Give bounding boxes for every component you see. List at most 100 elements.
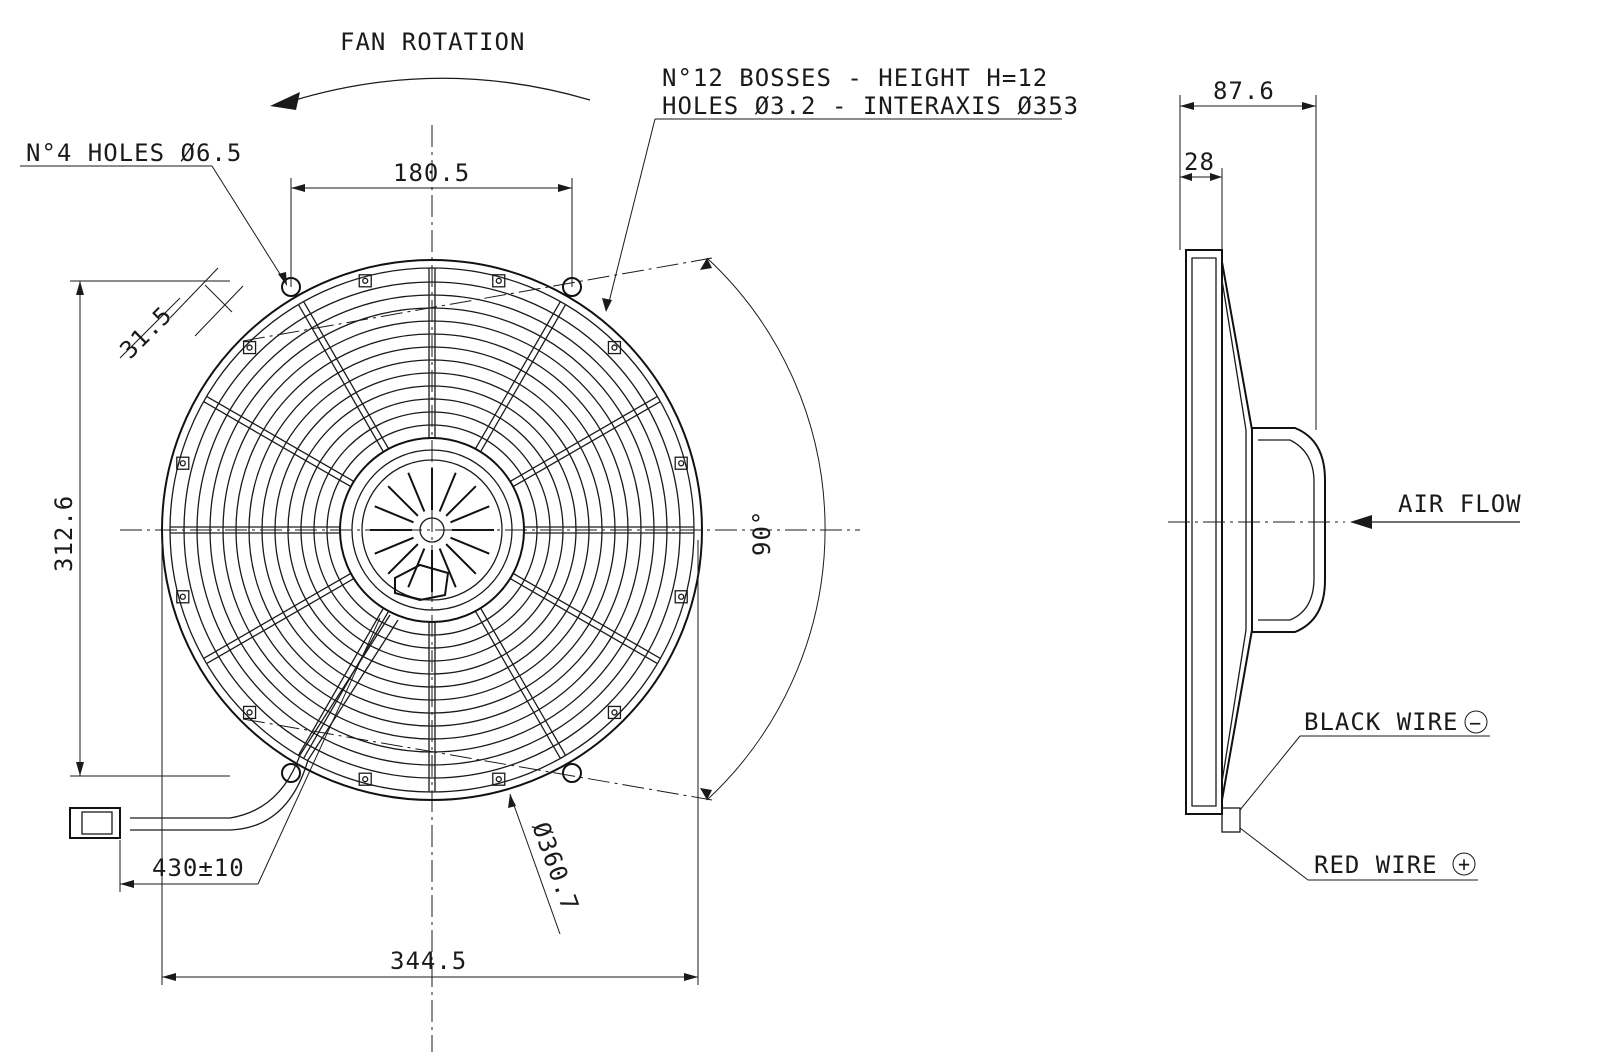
dim-text-28: 28 bbox=[1184, 148, 1215, 176]
dim-344-arrow-left bbox=[162, 973, 176, 981]
plus-symbol: + bbox=[1458, 852, 1470, 876]
minus-symbol: − bbox=[1469, 711, 1481, 735]
mount-boss bbox=[176, 590, 190, 604]
cap-fin bbox=[374, 536, 414, 555]
mount-boss-hole bbox=[678, 460, 685, 467]
bosses-note-line2: HOLES Ø3.2 - INTERAXIS Ø353 bbox=[662, 92, 1079, 120]
holes-note: N°4 HOLES Ø6.5 bbox=[26, 139, 242, 167]
holes-leader bbox=[211, 165, 286, 283]
dimension-hole-offset: 31.5 bbox=[114, 267, 244, 364]
mount-hole-bottom-right bbox=[562, 763, 582, 783]
mounting-bosses bbox=[176, 274, 688, 786]
grille-spoke bbox=[303, 301, 390, 450]
side-motor-body bbox=[1252, 427, 1326, 633]
dim-arrow-left bbox=[291, 184, 305, 192]
dimension-height: 312.6 bbox=[50, 280, 230, 777]
mount-boss bbox=[674, 590, 688, 604]
dim-90-arc bbox=[706, 257, 826, 801]
grille-spoke bbox=[206, 578, 355, 665]
black-wire-leader bbox=[1239, 735, 1301, 811]
grille-spoke bbox=[203, 572, 352, 659]
dim-90-arrow-top bbox=[700, 258, 712, 270]
cap-fin bbox=[450, 505, 490, 524]
bosses-callout: N°12 BOSSES - HEIGHT H=12 HOLES Ø3.2 - I… bbox=[602, 64, 1079, 312]
wire-connector-body bbox=[81, 811, 113, 835]
holes-leader-arrowhead bbox=[278, 272, 287, 286]
dim-text-430: 430±10 bbox=[152, 854, 245, 882]
black-wire-label: BLACK WIRE bbox=[1304, 708, 1459, 736]
grille-spoke bbox=[203, 401, 352, 488]
dim-text-90: 90° bbox=[748, 510, 776, 556]
grille-spoke bbox=[512, 401, 661, 488]
mount-boss bbox=[176, 456, 190, 470]
grille-spoke bbox=[480, 304, 567, 453]
power-cable bbox=[130, 614, 391, 819]
black-wire-callout: BLACK WIRE − bbox=[1239, 708, 1490, 811]
dim-360-leader bbox=[509, 793, 561, 935]
dimension-cable-length: 430±10 bbox=[119, 617, 381, 892]
dim-312-arrow-top bbox=[76, 281, 84, 295]
dim-344-arrow-right bbox=[684, 973, 698, 981]
wire-connector bbox=[69, 807, 121, 839]
power-cable-edge bbox=[130, 619, 399, 831]
bosses-leader bbox=[607, 118, 656, 307]
motor-connector-plate bbox=[394, 563, 450, 602]
air-flow-label: AIR FLOW bbox=[1398, 490, 1522, 518]
dim-430-arrow bbox=[120, 880, 134, 888]
fan-rotation-arrowhead bbox=[270, 92, 300, 110]
cap-fin bbox=[387, 485, 419, 517]
diagonal-centerline-1 bbox=[242, 257, 713, 342]
dimension-angle: 90° bbox=[700, 257, 826, 801]
fan-rotation-arc bbox=[291, 77, 591, 102]
dim-text-312: 312.6 bbox=[50, 495, 78, 572]
cap-fin bbox=[407, 472, 426, 512]
fan-rotation-label: FAN ROTATION bbox=[340, 28, 525, 56]
mount-boss-hole bbox=[179, 593, 186, 600]
dim-430-leader bbox=[257, 617, 381, 885]
grille-spoke bbox=[474, 610, 561, 759]
grille-spoke bbox=[474, 301, 561, 450]
dim-31-leader bbox=[119, 297, 181, 359]
mount-boss-hole bbox=[495, 776, 502, 783]
mount-boss bbox=[358, 772, 372, 786]
mount-boss-hole bbox=[678, 593, 685, 600]
mount-boss bbox=[607, 340, 622, 355]
mount-boss bbox=[242, 340, 257, 355]
fan-front-view bbox=[69, 125, 860, 1052]
mount-boss bbox=[674, 456, 688, 470]
dimension-depth-frame: 28 bbox=[1180, 148, 1223, 250]
grille-spokes bbox=[170, 268, 694, 792]
mount-boss-hole bbox=[246, 709, 253, 716]
dim-28-arrow-right bbox=[1210, 173, 1222, 181]
air-flow-arrowhead bbox=[1350, 515, 1372, 529]
bosses-leader-arrowhead bbox=[602, 298, 612, 312]
fan-side-view bbox=[1168, 249, 1345, 833]
red-wire-label: RED WIRE bbox=[1314, 851, 1438, 879]
mount-boss-hole bbox=[611, 709, 618, 716]
plus-symbol-circle bbox=[1452, 852, 1476, 876]
dim-text-344: 344.5 bbox=[390, 947, 467, 975]
dim-text-180: 180.5 bbox=[393, 159, 470, 187]
dimension-depth-total: 87.6 bbox=[1179, 77, 1317, 430]
dim-87-arrow-right bbox=[1302, 102, 1316, 110]
side-motor-inner bbox=[1258, 439, 1315, 621]
grille-spoke bbox=[206, 395, 355, 482]
dim-87-arrow-left bbox=[1180, 102, 1194, 110]
side-grille-inner bbox=[1221, 279, 1247, 783]
cap-fin bbox=[438, 472, 457, 512]
cap-fin bbox=[445, 485, 477, 517]
mount-boss-hole bbox=[362, 776, 369, 783]
cap-fin bbox=[445, 543, 477, 575]
grille-spoke bbox=[480, 607, 567, 756]
cap-fin bbox=[438, 548, 457, 588]
cap-fin bbox=[450, 536, 490, 555]
side-shroud-inner bbox=[1191, 257, 1217, 807]
dim-90-arrow-bottom bbox=[700, 788, 712, 800]
dimension-top-hole-spacing: 180.5 bbox=[290, 159, 573, 287]
side-wire-terminal bbox=[1221, 807, 1241, 833]
mount-boss-hole bbox=[179, 460, 186, 467]
grille-spoke bbox=[303, 610, 390, 759]
dimension-overall-width: 344.5 bbox=[161, 540, 699, 985]
mount-boss-hole bbox=[611, 344, 618, 351]
